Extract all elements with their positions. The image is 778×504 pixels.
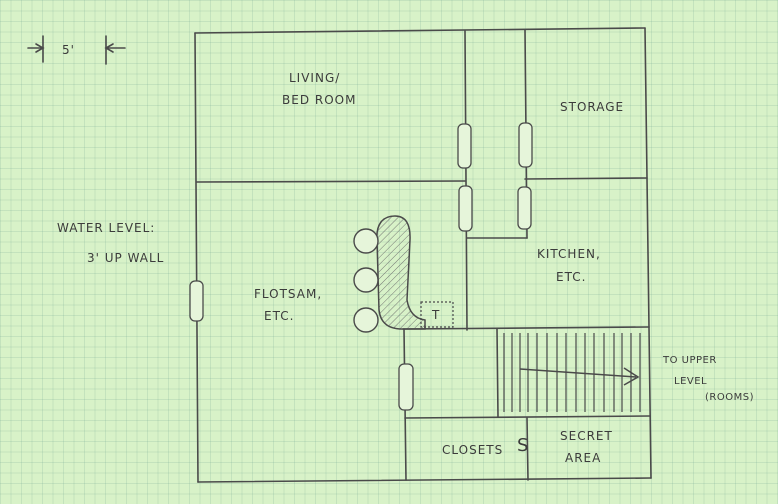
closets-label: CLOSETS: [442, 443, 503, 457]
bar-counter: [353, 215, 426, 333]
outer-walls: [194, 27, 652, 483]
stool-1: [353, 228, 379, 254]
stairs-note-1: TO UPPER: [662, 355, 717, 366]
living-label-2: BED ROOM: [282, 93, 356, 107]
scale-label: 5': [62, 43, 75, 57]
stairs-note-3: (ROOMS): [705, 392, 754, 403]
room-labels: LIVING/ BED ROOM STORAGE KITCHEN, ETC. F…: [254, 71, 624, 465]
counter-shape: [376, 215, 426, 330]
water-level-note-2: 3' UP WALL: [87, 251, 164, 265]
scale-bar: 5': [27, 35, 126, 65]
water-level-note-1: WATER LEVEL:: [57, 221, 155, 235]
storage-label: STORAGE: [560, 100, 624, 114]
kitchen-label-2: ETC.: [556, 270, 586, 284]
secret-label-1: SECRET: [560, 429, 613, 443]
stair-arrow-head: [623, 367, 640, 386]
table-label: T: [431, 308, 440, 322]
staircase: [503, 333, 641, 412]
door-flotsam-corridor: [458, 185, 473, 232]
door-living-corridor: [457, 123, 472, 169]
flotsam-label-2: ETC.: [264, 309, 294, 323]
door-storage-corridor: [518, 122, 533, 168]
stairs-note-2: LEVEL: [674, 376, 707, 387]
stool-3: [353, 307, 379, 333]
stool-2: [353, 267, 379, 293]
doors: [189, 122, 533, 411]
table-t: T: [420, 301, 454, 328]
secret-door-symbol: S: [517, 435, 529, 456]
interior-walls: [196, 29, 651, 481]
flotsam-label-1: FLOTSAM,: [254, 287, 322, 301]
notes: WATER LEVEL: 3' UP WALL TO UPPER LEVEL (…: [57, 221, 754, 403]
stair-arrow: [519, 368, 637, 378]
door-flotsam-closets: [398, 363, 414, 411]
living-label-1: LIVING/: [289, 71, 340, 85]
door-entrance: [189, 280, 204, 322]
secret-label-2: AREA: [565, 451, 601, 465]
kitchen-label-1: KITCHEN,: [537, 247, 601, 261]
door-kitchen-corridor: [517, 186, 532, 230]
